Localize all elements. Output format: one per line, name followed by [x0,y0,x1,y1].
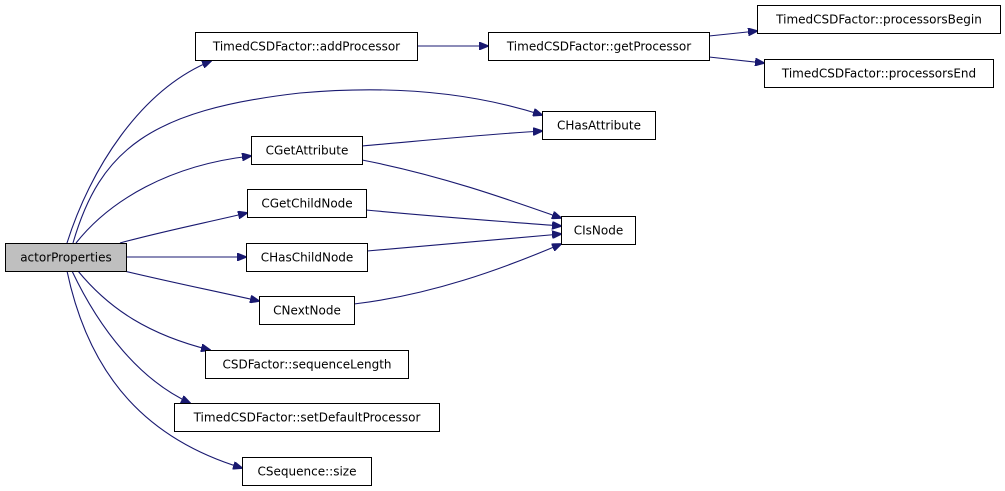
node-label: CIsNode [574,224,624,238]
node-addProcessor[interactable]: TimedCSDFactor::addProcessor [195,32,418,61]
edge-actorProperties-to-CGetAttribute [75,156,251,244]
node-box [561,216,636,245]
node-size[interactable]: CSequence::size [242,457,372,486]
node-label: CNextNode [273,304,341,318]
node-box [542,111,656,140]
edge-CNextNode-to-CIsNode [353,244,561,305]
edge-actorProperties-to-setDefaultProcessor [71,270,190,403]
node-CHasAttribute[interactable]: CHasAttribute [542,111,656,140]
edge-getProcessor-to-processorsBegin [708,31,757,37]
node-box [488,32,710,61]
node-label: TimedCSDFactor::addProcessor [212,40,400,54]
node-label: CGetChildNode [261,197,352,211]
node-CNextNode[interactable]: CNextNode [259,296,355,325]
edge-actorProperties-to-addProcessor [66,61,211,244]
edge-actorProperties-to-size [66,270,242,468]
node-sequenceLength[interactable]: CSDFactor::sequenceLength [205,350,409,379]
node-box [247,189,367,218]
node-actorProperties[interactable]: actorProperties [5,243,127,272]
node-box [764,59,994,88]
node-box [246,243,368,272]
node-label: TimedCSDFactor::processorsEnd [781,67,976,81]
node-box [205,350,409,379]
node-setDefaultProcessor[interactable]: TimedCSDFactor::setDefaultProcessor [174,403,440,432]
edge-actorProperties-to-CNextNode [119,269,259,301]
node-CIsNode[interactable]: CIsNode [561,216,636,245]
node-box [259,296,355,325]
edge-actorProperties-to-CHasAttribute [72,89,542,244]
nodes-layer: actorProperties TimedCSDFactor::addProces… [5,5,1001,486]
edge-CGetAttribute-to-CIsNode [361,159,561,218]
node-processorsBegin[interactable]: TimedCSDFactor::processorsBegin [757,5,1001,34]
node-box [757,5,1001,34]
edge-actorProperties-to-CGetChildNode [119,213,247,244]
node-box [195,32,418,61]
node-label: actorProperties [20,251,112,265]
node-label: TimedCSDFactor::getProcessor [506,40,691,54]
node-CHasChildNode[interactable]: CHasChildNode [246,243,368,272]
node-box [5,243,127,272]
node-label: TimedCSDFactor::processorsBegin [775,13,982,27]
node-label: CHasAttribute [557,119,641,133]
node-CGetAttribute[interactable]: CGetAttribute [251,136,363,165]
edges-layer [66,31,764,468]
node-CGetChildNode[interactable]: CGetChildNode [247,189,367,218]
node-label: CHasChildNode [261,251,354,265]
node-getProcessor[interactable]: TimedCSDFactor::getProcessor [488,32,710,61]
node-label: CGetAttribute [266,144,349,158]
node-label: CSequence::size [258,465,357,479]
node-processorsEnd[interactable]: TimedCSDFactor::processorsEnd [764,59,994,88]
node-label: TimedCSDFactor::setDefaultProcessor [193,411,421,425]
edge-getProcessor-to-processorsEnd [708,56,764,63]
node-label: CSDFactor::sequenceLength [222,358,391,372]
node-box [174,403,440,432]
edge-CGetAttribute-to-CHasAttribute [361,131,542,147]
node-box [242,457,372,486]
edge-CHasChildNode-to-CIsNode [366,234,561,252]
edge-actorProperties-to-sequenceLength [77,270,210,350]
node-box [251,136,363,165]
edge-CGetChildNode-to-CIsNode [365,209,561,226]
